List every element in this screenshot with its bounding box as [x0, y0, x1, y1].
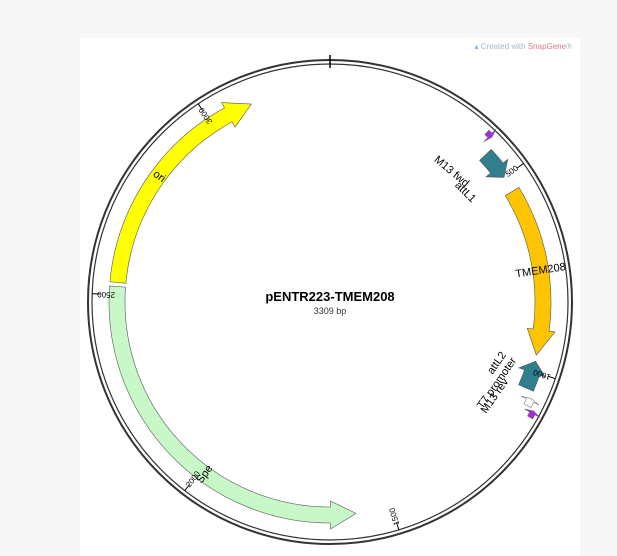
plasmid-size: 3309 bp [314, 306, 347, 316]
feature-arrow-tmem208 [504, 186, 556, 356]
snapgene-branding: ▴ Created with SnapGene® [474, 42, 572, 51]
tick-mark-1500 [396, 522, 400, 530]
plasmid-name: pENTR223-TMEM208 [265, 289, 394, 304]
feature-label-m13-fwd: M13 fwd [432, 154, 472, 190]
feature-label-ori: ori [151, 168, 168, 185]
feature-arrow-attl2 [517, 360, 546, 392]
tick-mark-2000 [184, 483, 191, 491]
tick-label-2500: 2500 [97, 290, 116, 300]
tick-label-1500: 1500 [387, 506, 401, 526]
feature-arrow-attl1 [479, 148, 509, 178]
branding-name: SnapGene [527, 42, 567, 51]
tick-mark-500 [516, 163, 524, 169]
primer-m13-fwd [483, 128, 497, 143]
snapgene-logo-icon: ▴ [474, 42, 479, 51]
feature-arrow-spe [108, 285, 357, 530]
tick-mark-1000 [547, 375, 556, 380]
branding-mark: ® [566, 42, 572, 51]
promoter-t7-promoter [520, 395, 540, 408]
feature-arrow-ori [109, 102, 252, 284]
primer-m13-rev [524, 408, 541, 420]
tick-mark-3000 [197, 103, 204, 111]
feature-layer [108, 102, 556, 530]
branding-prefix: Created with [480, 42, 528, 51]
plasmid-backbone [87, 55, 573, 545]
